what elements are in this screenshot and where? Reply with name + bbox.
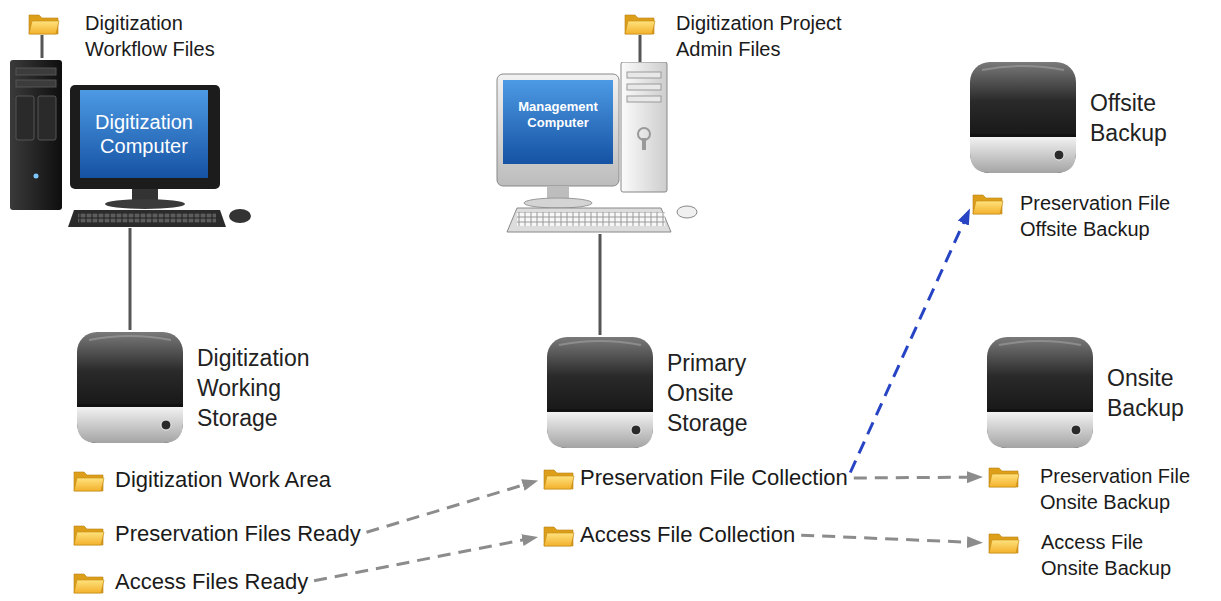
folder-label: Access File Collection [580, 522, 795, 548]
folder-icon [624, 13, 656, 35]
drive-node: Offsite Backup [968, 60, 1185, 175]
folder-icon-shape [625, 15, 655, 34]
folder-node: Access File Collection [543, 525, 575, 547]
drive-icon [75, 330, 185, 445]
label-group: Digitization Project Admin Files [676, 10, 866, 62]
drive-label: Offsite Backup [1090, 88, 1185, 148]
folder-icon-shape [544, 527, 574, 546]
drive-icon-shape [547, 337, 653, 448]
drive-icon-holder [985, 335, 1095, 450]
label-group: Management Computer [503, 80, 613, 150]
dashed-arrow [367, 482, 534, 532]
computer-node: Digitization Computer [8, 58, 253, 228]
drive-node: Digitization Working Storage [75, 330, 337, 445]
label-group: Access File Collection [580, 522, 795, 548]
label-group: Onsite Backup [1107, 363, 1202, 423]
folder-icon [543, 468, 575, 490]
folder-icon [28, 13, 60, 35]
dashed-arrow [801, 535, 978, 542]
label-group: Offsite Backup [1090, 88, 1185, 148]
folder-icon [543, 525, 575, 547]
folder-node: Preservation File Offsite Backup [972, 193, 1004, 215]
drive-icon-holder [968, 60, 1078, 175]
folder-icon [988, 466, 1020, 488]
folder-icon-shape [74, 472, 104, 491]
folder-label: Preservation File Onsite Backup [1040, 463, 1200, 515]
drive-node: Primary Onsite Storage [545, 335, 777, 450]
screen-label: Management Computer [503, 99, 613, 131]
folder-node: Access Files Ready [73, 572, 105, 594]
folder-icon-shape [989, 534, 1019, 553]
folder-icon [988, 532, 1020, 554]
label-group: Digitization Computer [80, 90, 208, 178]
drive-node: Onsite Backup [985, 335, 1202, 450]
screen-label: Digitization Computer [80, 110, 208, 158]
computer-illustration-shape [497, 62, 697, 232]
folder-label: Digitization Project Admin Files [676, 10, 866, 62]
folder-label: Preservation File Collection [580, 465, 848, 491]
label-group: Preservation File Onsite Backup [1040, 463, 1200, 515]
computer-illustration [495, 62, 705, 234]
folder-node: Digitization Workflow Files [28, 13, 60, 35]
folder-icon-shape [989, 468, 1019, 487]
drive-icon-holder [545, 335, 655, 450]
connector-line [41, 35, 44, 58]
label-group: Access File Onsite Backup [1041, 529, 1201, 581]
folder-icon [972, 193, 1004, 215]
folder-icon-shape [29, 15, 59, 34]
drive-icon [968, 60, 1078, 175]
label-group: Digitization Workflow Files [85, 10, 235, 62]
folder-icon [73, 470, 105, 492]
label-group: Digitization Work Area [115, 467, 331, 493]
drive-label: Digitization Working Storage [197, 343, 337, 433]
folder-node: Preservation File Onsite Backup [988, 466, 1020, 488]
label-group: Access Files Ready [115, 569, 308, 595]
folder-node: Access File Onsite Backup [988, 532, 1020, 554]
folder-icon [73, 524, 105, 546]
folder-label: Access File Onsite Backup [1041, 529, 1201, 581]
folder-icon-shape [544, 470, 574, 489]
dashed-arrow [850, 213, 968, 472]
folder-icon-shape [74, 526, 104, 545]
drive-label: Onsite Backup [1107, 363, 1202, 423]
drive-label: Primary Onsite Storage [667, 348, 777, 438]
folder-icon-shape [74, 574, 104, 593]
folder-icon [73, 572, 105, 594]
drive-icon-shape [77, 332, 183, 443]
connector-line [129, 228, 132, 330]
drive-icon-shape [970, 62, 1076, 173]
drive-icon-shape [987, 337, 1093, 448]
folder-label: Digitization Workflow Files [85, 10, 235, 62]
folder-node: Digitization Project Admin Files [624, 13, 656, 35]
label-group: Preservation File Offsite Backup [1020, 190, 1180, 242]
drive-icon-holder [75, 330, 185, 445]
folder-node: Preservation Files Ready [73, 524, 105, 546]
label-group: Preservation File Collection [580, 465, 848, 491]
connector-line [599, 234, 602, 335]
connector-line [639, 35, 642, 62]
computer-illustration-shape [10, 60, 251, 227]
folder-label: Access Files Ready [115, 569, 308, 595]
computer-node: Management Computer [495, 62, 705, 234]
folder-icon-shape [973, 195, 1003, 214]
folder-node: Preservation File Collection [543, 468, 575, 490]
drive-icon [545, 335, 655, 450]
folder-label: Preservation Files Ready [115, 521, 361, 547]
label-group: Preservation Files Ready [115, 521, 361, 547]
label-group: Digitization Working Storage [197, 343, 337, 433]
drive-icon [985, 335, 1095, 450]
folder-node: Digitization Work Area [73, 470, 105, 492]
dashed-arrow [854, 476, 978, 480]
label-group: Primary Onsite Storage [667, 348, 777, 438]
folder-label: Preservation File Offsite Backup [1020, 190, 1180, 242]
folder-label: Digitization Work Area [115, 467, 331, 493]
